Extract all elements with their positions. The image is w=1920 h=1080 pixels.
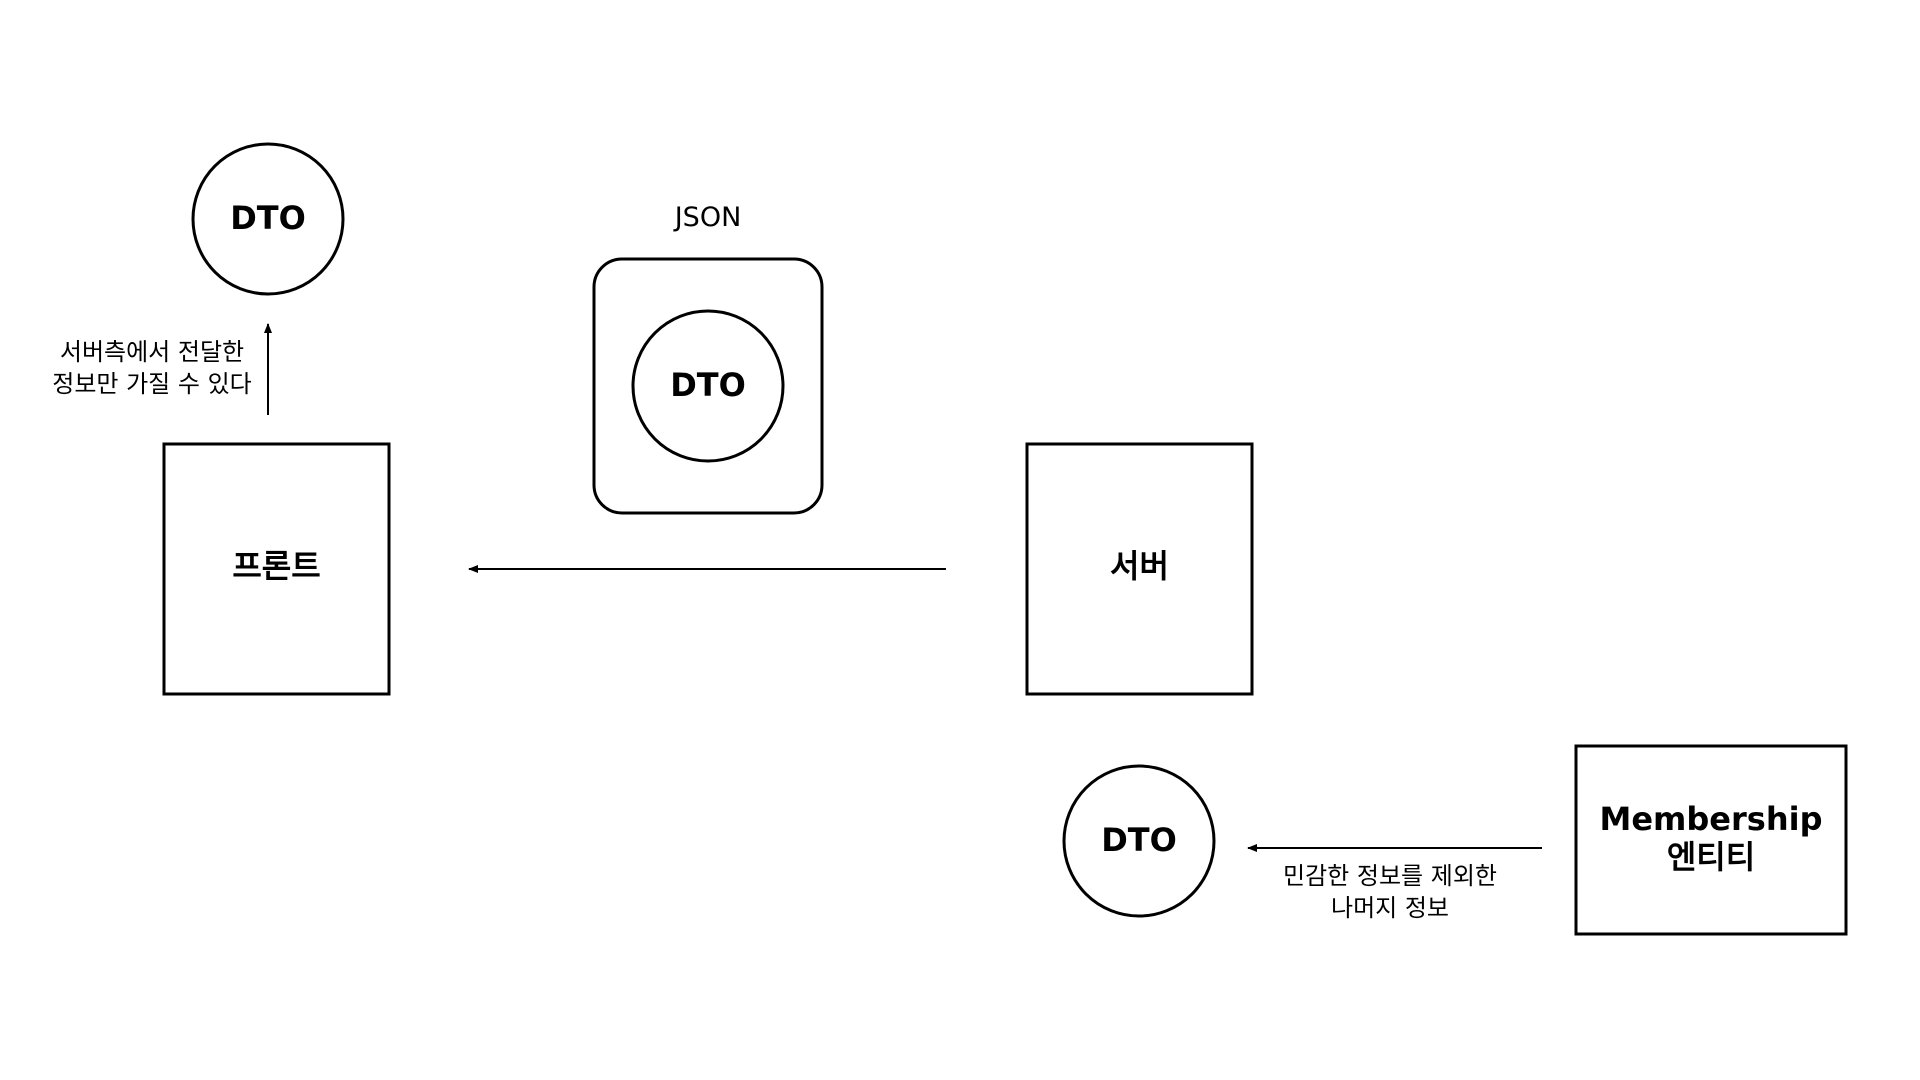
entity-note: 민감한 정보를 제외한 나머지 정보 <box>1240 860 1540 924</box>
server-box <box>1025 442 1254 696</box>
front-note-line-1: 서버측에서 전달한 <box>59 338 245 366</box>
dto-json-label: DTO <box>670 366 746 404</box>
membership-entity-box <box>1574 744 1848 936</box>
server-label: 서버 <box>1110 547 1169 585</box>
front-label: 프론트 <box>232 547 321 585</box>
front-note: 서버측에서 전달한 정보만 가질 수 있다 <box>32 336 272 400</box>
json-label: JSON <box>674 202 742 233</box>
dto-circle-top <box>191 142 345 296</box>
entity-note-line-2: 나머지 정보 <box>1330 894 1450 922</box>
membership-label-line-2: 엔티티 <box>1666 838 1756 877</box>
front-note-line-2: 정보만 가질 수 있다 <box>52 370 252 398</box>
entity-note-line-1: 민감한 정보를 제외한 <box>1283 862 1497 890</box>
membership-entity-label: Membership 엔티티 <box>1576 800 1846 877</box>
dto-top-label: DTO <box>230 199 306 237</box>
dto-circle-json <box>631 309 785 463</box>
dto-bottom-label: DTO <box>1101 821 1177 859</box>
dto-circle-bottom <box>1062 764 1216 918</box>
membership-label-line-1: Membership <box>1599 800 1823 838</box>
front-box <box>162 442 391 696</box>
